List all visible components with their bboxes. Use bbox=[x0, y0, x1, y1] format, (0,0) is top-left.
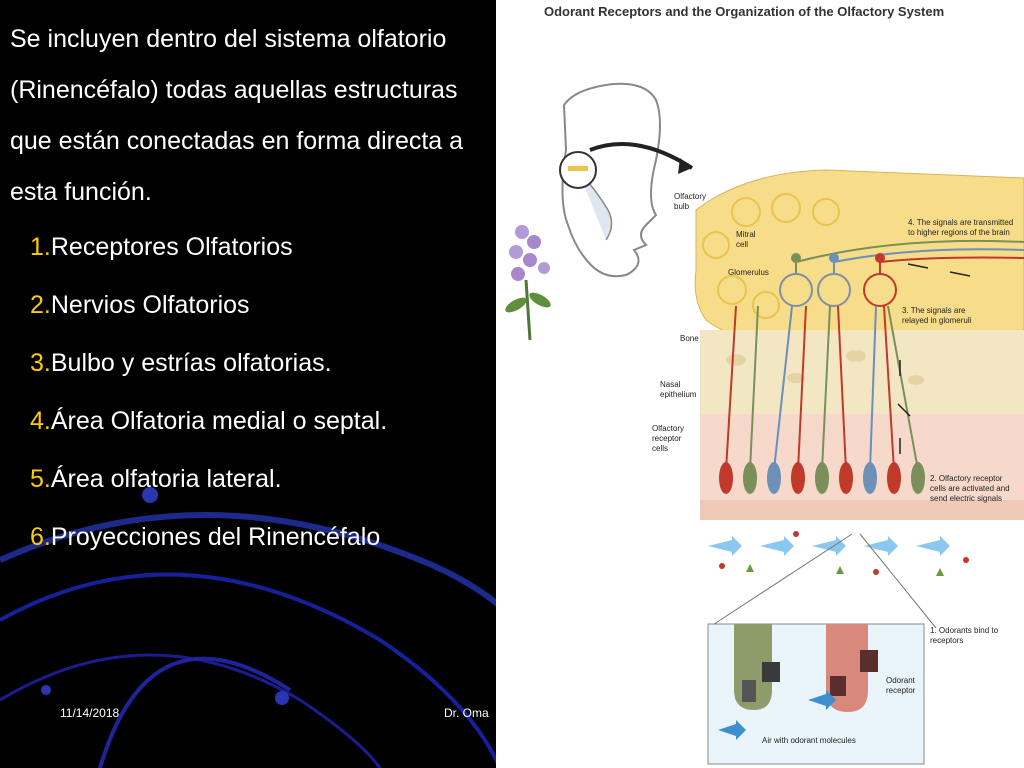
label-mitral-cell: Mitral cell bbox=[736, 230, 756, 249]
label-step-1: 1. Odorants bind to receptors bbox=[930, 626, 999, 645]
list-item: 1.Receptores Olfatorios bbox=[30, 218, 495, 276]
list-item: 3.Bulbo y estrías olfatorias. bbox=[30, 334, 495, 392]
olfactory-illustration bbox=[505, 82, 1024, 765]
list-item-label: Proyecciones del Rinencéfalo bbox=[50, 523, 381, 551]
label-glomerulus: Glomerulus bbox=[728, 268, 769, 277]
list-item-number: 1. bbox=[30, 233, 51, 261]
label-step-3: 3. The signals are relayed in glomeruli bbox=[902, 306, 972, 325]
list-item: 5.Área olfatoria lateral. bbox=[30, 450, 495, 508]
list-item-label: Nervios Olfatorios bbox=[50, 291, 250, 319]
label-bone: Bone bbox=[680, 334, 699, 343]
intro-paragraph: Se incluyen dentro del sistema olfatorio… bbox=[10, 25, 464, 206]
list-item-number: 3. bbox=[30, 349, 51, 377]
label-step-2: 2. Olfactory receptor cells are activate… bbox=[930, 474, 1010, 503]
olfactory-figure: Odorant Receptors and the Organization o… bbox=[496, 0, 1024, 768]
footer-author: Dr. Oma bbox=[444, 706, 489, 720]
figure-title: Odorant Receptors and the Organization o… bbox=[544, 4, 945, 19]
label-odorant-receptor: Odorant receptor bbox=[886, 676, 916, 695]
list-item: 6.Proyecciones del Rinencéfalo bbox=[30, 508, 495, 566]
label-olfactory-bulb: Olfactory bulb bbox=[674, 192, 707, 211]
list-item: 2.Nervios Olfatorios bbox=[30, 276, 495, 334]
list-item: 4.Área Olfatoria medial o septal. bbox=[30, 392, 495, 450]
list-item-label: Área olfatoria lateral. bbox=[50, 465, 282, 493]
lilac-flower-icon bbox=[505, 225, 551, 341]
structure-list: 1.Receptores Olfatorios 2.Nervios Olfato… bbox=[30, 218, 495, 566]
list-item-number: 5. bbox=[30, 465, 51, 493]
list-item-label: Bulbo y estrías olfatorias. bbox=[50, 349, 332, 377]
label-olfactory-receptor-cells: Olfactory receptor cells bbox=[652, 424, 685, 453]
list-item-number: 2. bbox=[30, 291, 51, 319]
footer-date: 11/14/2018 bbox=[60, 706, 120, 720]
list-item-label: Área Olfatoria medial o septal. bbox=[50, 407, 388, 435]
list-item-number: 4. bbox=[30, 407, 51, 435]
label-step-4: 4. The signals are transmitted to higher… bbox=[908, 218, 1014, 237]
label-nasal-epithelium: Nasal epithelium bbox=[660, 380, 697, 399]
label-air-with-odorants: Air with odorant molecules bbox=[762, 736, 856, 745]
list-item-number: 6. bbox=[30, 523, 51, 551]
list-item-label: Receptores Olfatorios bbox=[50, 233, 293, 261]
